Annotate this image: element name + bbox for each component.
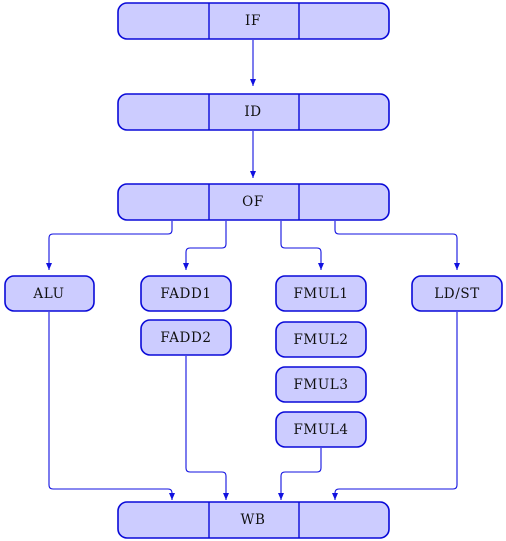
stage-if-box: [117, 2, 390, 40]
edge-fadd2-wb: [185, 356, 229, 500]
unit-alu-label: ALU: [32, 286, 64, 302]
edges: [46, 40, 460, 500]
stage-of-label: OF: [242, 194, 264, 210]
unit-fmul3-box: [275, 366, 367, 403]
unit-fmul1-box: [275, 275, 367, 312]
unit-fadd1-box: [140, 275, 232, 312]
unit-alu: ALU: [4, 275, 95, 312]
stage-of-box: [117, 183, 390, 221]
edge-of-ldst: [334, 221, 460, 270]
unit-fmul4-box: [275, 411, 367, 448]
stage-id-box: [117, 93, 390, 131]
unit-ldst-label: LD/ST: [434, 286, 480, 302]
unit-alu-box: [4, 275, 95, 312]
stage-id: ID: [117, 93, 390, 131]
unit-fadd1: FADD1: [140, 275, 232, 312]
unit-fadd2-box: [140, 319, 232, 356]
unit-fmul3-label: FMUL3: [293, 377, 348, 393]
stage-if-label: IF: [245, 13, 261, 29]
unit-fmul4-label: FMUL4: [293, 422, 348, 438]
stage-wb-label: WB: [241, 512, 266, 528]
unit-ldst: LD/ST: [411, 275, 503, 312]
edge-ldst-wb: [332, 312, 458, 500]
unit-fmul3: FMUL3: [275, 366, 367, 403]
edge-alu-wb: [48, 312, 175, 500]
unit-fmul1-label: FMUL1: [293, 286, 348, 302]
unit-fmul2-box: [275, 321, 367, 358]
unit-fadd1-label: FADD1: [160, 286, 211, 302]
edge-of-alu: [46, 221, 173, 270]
unit-fmul1: FMUL1: [275, 275, 367, 312]
unit-fadd2-label: FADD2: [160, 330, 211, 346]
stage-wb: WB: [117, 501, 390, 539]
unit-fmul2: FMUL2: [275, 321, 367, 358]
stage-wb-box: [117, 501, 390, 539]
stage-if: IF: [117, 2, 390, 40]
edge-of-fadd1: [183, 221, 227, 270]
unit-fmul4: FMUL4: [275, 411, 367, 448]
stage-of: OF: [117, 183, 390, 221]
edge-fmul4-wb: [278, 448, 322, 500]
unit-ldst-box: [411, 275, 503, 312]
unit-fmul2-label: FMUL2: [293, 332, 348, 348]
edge-of-fmul1: [280, 221, 324, 270]
unit-fadd2: FADD2: [140, 319, 232, 356]
stage-id-label: ID: [244, 104, 261, 120]
